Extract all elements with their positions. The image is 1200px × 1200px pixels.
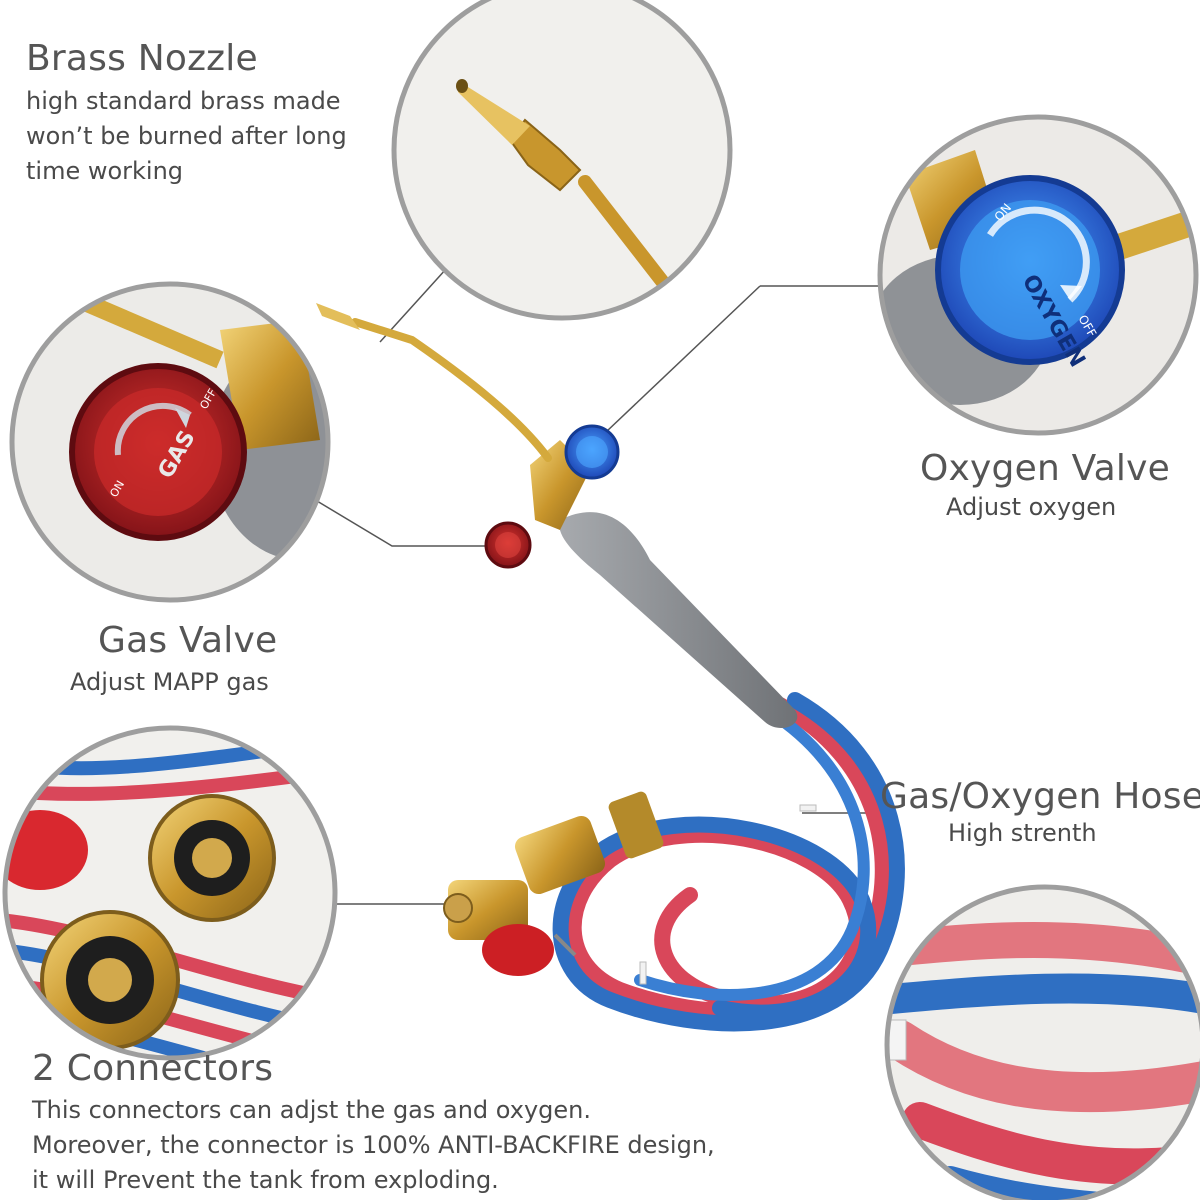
brass-nozzle-line: high standard brass made [26,87,341,115]
oxygen-knob-large: OXYGEN ON OFF [935,175,1125,372]
torch-assembly [316,303,905,1032]
brass-nozzle-title: Brass Nozzle [26,38,258,79]
gas-valve-title: Gas Valve [98,620,278,661]
torch-tube [351,318,552,462]
torch-nozzle [316,303,360,330]
oxygen-valve-detail-circle: OXYGEN ON OFF [877,114,1199,436]
hose-title: Gas/Oxygen Hose [880,776,1200,817]
connector-oxygen [514,791,664,895]
leader-lines [311,257,878,905]
tie-strap [799,804,817,812]
brass-nozzle-detail-circle [391,0,733,321]
oxygen-valve-description: Adjust oxygen [946,493,1117,521]
brass-nozzle-description: high standard brass made won’t be burned… [26,84,347,189]
connectors-title: 2 Connectors [32,1048,274,1089]
connectors-line: This connectors can adjst the gas and ox… [32,1096,591,1124]
torch-handle [559,512,798,729]
gas-knob-large: GAS ON OFF [69,363,247,541]
brass-nozzle-line: won’t be burned after long [26,122,347,150]
connectors-description: This connectors can adjst the gas and ox… [32,1093,715,1198]
hose-coil [552,692,905,1032]
connector-gas [443,880,577,976]
brass-nozzle-line: time working [26,157,184,185]
gas-valve-description: Adjust MAPP gas [70,668,269,696]
leader-gas [311,497,498,547]
connectors-line: Moreover, the connector is 100% ANTI-BAC… [32,1131,715,1159]
tie-strap [639,961,647,985]
hose-description: High strenth [948,819,1097,847]
oxygen-knob-small [564,424,620,480]
leader-oxygen [605,285,761,433]
connectors-detail-circle [2,725,338,1061]
gas-valve-detail-circle: GAS ON OFF [9,281,331,603]
oxygen-valve-title: Oxygen Valve [920,448,1170,489]
hose-detail-circle [884,884,1200,1200]
gas-knob-small [484,521,532,569]
connectors-line: it will Prevent the tank from exploding. [32,1166,499,1194]
